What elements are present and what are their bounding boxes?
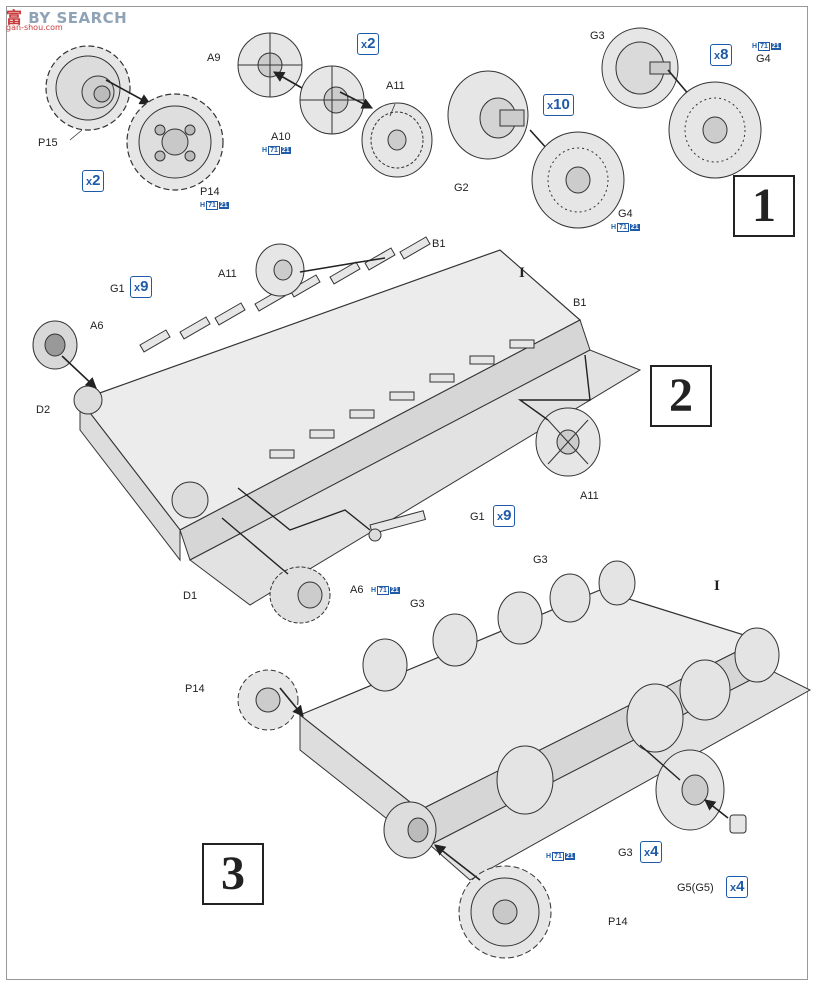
part-a6-idler-b	[269, 566, 331, 624]
label-g4-a: G4	[618, 208, 633, 220]
part-a11-wheel	[361, 102, 433, 178]
part-a9-wheel	[237, 32, 303, 98]
part-g1-arm	[368, 510, 427, 542]
label-a10: A10	[271, 131, 291, 143]
label-hull-i-a: I	[519, 265, 525, 281]
qty-badge-g1-a: x9	[130, 276, 153, 298]
qty-badge-g3-b: x4	[640, 841, 663, 863]
label-g1-b: G1	[470, 511, 485, 523]
label-g3-b: G3	[533, 554, 548, 566]
label-p14-c: P14	[608, 916, 628, 928]
qty-badge-a9: x2	[357, 33, 380, 55]
label-g3-c: G3	[410, 598, 425, 610]
label-g5: G5(G5)	[677, 882, 714, 894]
hull-step2	[73, 236, 642, 606]
label-g4-b: G4	[756, 53, 771, 65]
label-a9: A9	[207, 52, 221, 64]
part-g5-cap	[729, 814, 747, 834]
step-number-1: 1	[733, 175, 795, 237]
qty-badge-g3: x8	[710, 44, 733, 66]
hull-step3	[298, 589, 812, 881]
label-a11-c: A11	[580, 490, 599, 502]
part-a11-wheel-step2	[255, 243, 305, 297]
label-a11-a: A11	[386, 80, 405, 92]
label-p14-b: P14	[185, 683, 205, 695]
label-d2: D2	[36, 404, 51, 416]
part-g3-wheel	[601, 27, 679, 109]
label-hull-i-b: I	[714, 578, 720, 594]
part-p14-sprocket	[126, 93, 224, 191]
step-number-2: 2	[650, 365, 712, 427]
part-g4-wheel-b	[668, 81, 762, 179]
watermark-brand: BY SEARCH	[28, 9, 128, 27]
label-a6-a: A6	[90, 320, 104, 332]
part-sprocket-front	[383, 801, 437, 859]
qty-badge-p15: x2	[82, 170, 105, 192]
label-g3-d: G3	[618, 847, 633, 859]
watermark-logo: 富 BY SEARCH	[6, 4, 127, 28]
part-a6-idler	[32, 320, 78, 370]
step-number-3: 3	[202, 843, 264, 905]
part-p14-sprocket-step3b	[458, 865, 552, 959]
part-g4-wheel-a	[531, 131, 625, 229]
part-g2-wheel	[447, 70, 529, 160]
label-d1: D1	[183, 590, 198, 602]
label-a11-b: A11	[218, 268, 237, 280]
road-wheels-bottom	[496, 627, 780, 815]
watermark-cn: 富	[6, 8, 23, 27]
label-b1-a: B1	[432, 238, 446, 250]
part-a11-wheel-step2b	[535, 407, 601, 477]
label-g1-a: G1	[110, 283, 125, 295]
qty-badge-g2: x10	[543, 94, 574, 116]
qty-badge-g5: x4	[726, 876, 749, 898]
page-frame	[6, 6, 808, 980]
label-g2: G2	[454, 182, 469, 194]
label-a6-b: A6	[350, 584, 364, 596]
qty-badge-g1-b: x9	[493, 505, 516, 527]
part-p14-sprocket-step3a	[237, 669, 299, 731]
label-p14-a: P14	[200, 186, 220, 198]
watermark-url: gan-shou.com	[6, 23, 63, 32]
part-g3-wheel-step3	[655, 749, 725, 831]
part-p15-sprocket	[45, 45, 131, 131]
label-g3-a: G3	[590, 30, 605, 42]
road-wheels-top	[362, 560, 636, 692]
label-p15: P15	[38, 137, 58, 149]
label-b1-b: B1	[573, 297, 587, 309]
